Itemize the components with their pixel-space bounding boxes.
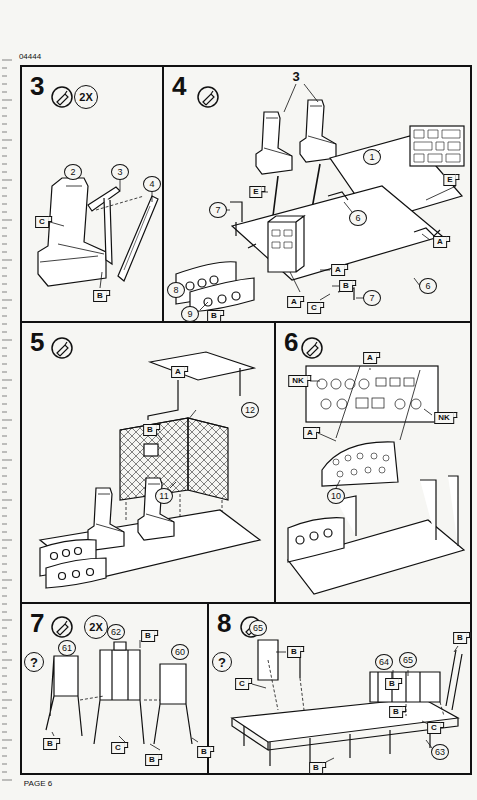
callout-number: 63	[431, 744, 449, 760]
color-code: A	[433, 236, 447, 248]
callout-number: 60	[171, 644, 189, 660]
callout-number: 6	[419, 278, 437, 294]
color-code: E	[443, 174, 456, 186]
color-code: B	[141, 630, 155, 642]
step-number: 6	[284, 329, 298, 355]
callout-number: 7	[209, 202, 227, 218]
color-code: B	[145, 754, 159, 766]
callout-number: 65	[249, 620, 267, 636]
optional-mark: ?	[212, 652, 232, 672]
callout-number: 11	[155, 488, 173, 504]
color-code: A	[331, 264, 345, 276]
color-code: B	[385, 678, 399, 690]
step-number: 3	[30, 73, 44, 99]
callout-number: 61	[58, 640, 76, 656]
color-code: A	[287, 296, 301, 308]
callout-number: 2	[64, 164, 82, 180]
color-code: A	[363, 352, 377, 364]
callout-number: 9	[181, 306, 199, 322]
callout-number: 6	[349, 210, 367, 226]
callout-number: 1	[363, 149, 381, 165]
color-code: A	[171, 366, 185, 378]
color-code: C	[35, 216, 49, 228]
optional-mark: ?	[24, 652, 44, 672]
callout-number: 62	[107, 624, 125, 640]
color-code: C	[307, 302, 321, 314]
color-code: B	[287, 646, 301, 658]
callout-number: 64	[375, 654, 393, 670]
color-code: B	[143, 424, 157, 436]
repeat-count: 2X	[74, 85, 98, 109]
color-code: NK	[288, 375, 308, 387]
color-code: B	[43, 738, 57, 750]
step-number: 5	[30, 329, 44, 355]
callout-number: 3	[291, 70, 300, 83]
color-code: B	[389, 706, 403, 718]
callout-number: 4	[143, 176, 161, 192]
step-panel: 5	[20, 321, 276, 604]
callout-number: 3	[111, 164, 129, 180]
color-code: C	[427, 722, 441, 734]
step-number: 8	[217, 610, 231, 636]
color-code: E	[249, 186, 262, 198]
color-code: B	[309, 762, 323, 774]
color-code: C	[111, 742, 125, 754]
callout-number: 65	[399, 652, 417, 668]
page-text: PAGE 6	[24, 780, 52, 788]
callout-number: 7	[363, 290, 381, 306]
step-panel: 3	[20, 65, 164, 323]
color-code: B	[339, 280, 353, 292]
callout-number: 12	[241, 402, 259, 418]
color-code: B	[197, 746, 211, 758]
color-code: C	[235, 678, 249, 690]
callout-number: 8	[167, 282, 185, 298]
step-number: 4	[172, 73, 186, 99]
color-code: B	[453, 632, 467, 644]
color-code: B	[207, 310, 221, 322]
color-code: A	[303, 427, 317, 439]
callout-number: 10	[327, 488, 345, 504]
color-code: B	[93, 290, 107, 302]
step-number: 7	[30, 610, 44, 636]
color-code: NK	[434, 412, 454, 424]
repeat-count: 2X	[84, 615, 108, 639]
page-text: 04444	[19, 53, 41, 61]
